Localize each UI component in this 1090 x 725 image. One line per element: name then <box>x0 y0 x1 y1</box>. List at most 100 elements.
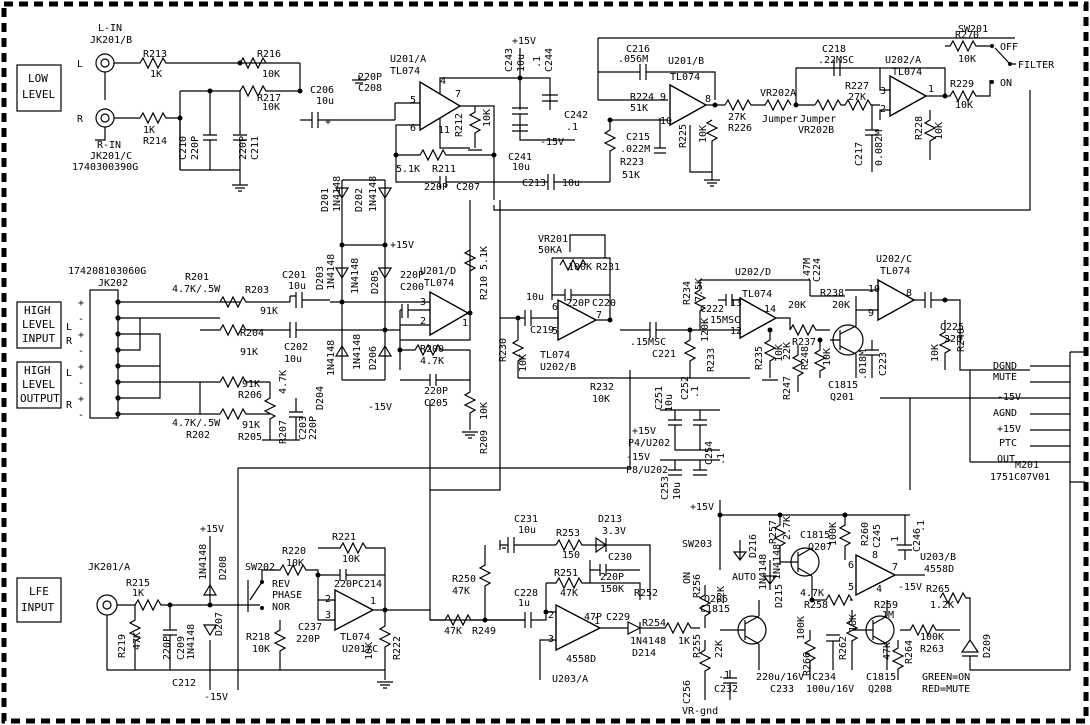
high-level-output-box <box>16 361 62 409</box>
component-label: 150K <box>600 584 624 595</box>
component-label: 1 <box>594 616 600 627</box>
component-label: C256 <box>682 680 693 704</box>
component-label: 4 <box>876 584 882 595</box>
component-label: 6 <box>552 302 558 313</box>
component-label: 1 <box>928 84 934 95</box>
lfe-input-line2: INPUT <box>21 601 54 614</box>
component-label: 51K <box>630 103 648 114</box>
component-label: AUTO <box>732 572 756 583</box>
component-label: R220 <box>282 546 306 557</box>
component-label: C228 <box>514 588 538 599</box>
component-label: 47K <box>452 586 470 597</box>
component-label: TL074 <box>424 278 454 289</box>
component-label: -15V <box>204 692 228 703</box>
opamp-u202d <box>739 296 778 340</box>
component-label: U201/B <box>668 56 704 67</box>
component-label: R263 <box>920 644 944 655</box>
component-label: 220u/16V <box>756 672 804 683</box>
component-label: 100K <box>828 522 839 546</box>
component-label: C245 <box>872 524 883 548</box>
component-label: Jumper <box>800 114 836 125</box>
jk201c-label: JK201/C <box>90 151 132 162</box>
component-label: R221 <box>332 532 356 543</box>
component-label: R228 <box>914 116 925 140</box>
high-level-output-line2: LEVEL <box>22 378 55 391</box>
component-label: 10K <box>822 348 833 366</box>
component-label: 4 <box>440 76 446 87</box>
component-label: OUT <box>997 454 1015 465</box>
component-label: C253 <box>660 476 671 500</box>
low-level-line2: LEVEL <box>22 88 55 101</box>
component-label: VR202B <box>798 125 834 136</box>
high-level-input-box <box>16 301 62 349</box>
component-label: 220P <box>358 72 382 83</box>
component-label: R205 <box>238 432 262 443</box>
component-label: TL074 <box>670 72 700 83</box>
component-label: 5.1K <box>479 246 490 270</box>
component-label: 1 <box>462 318 468 329</box>
component-label: GREEN=ON <box>922 672 970 683</box>
component-label: U201/D <box>420 266 456 277</box>
component-label: R201 <box>185 272 209 283</box>
component-label: 1N4148 <box>350 258 361 294</box>
component-label: .1 <box>690 386 701 398</box>
component-label: Q208 <box>868 684 892 695</box>
component-label: C1815 <box>866 672 896 683</box>
component-label: 4558D <box>566 654 596 665</box>
component-label: C212 <box>172 678 196 689</box>
component-label: 3 <box>325 610 331 621</box>
component-label: M201 <box>1015 460 1039 471</box>
component-label: R235 <box>754 346 765 370</box>
component-label: R248 <box>800 346 811 370</box>
component-label: 1u <box>518 598 530 609</box>
component-label: U203/B <box>920 552 956 563</box>
component-label: - <box>78 410 84 421</box>
component-label: .1 <box>532 56 543 68</box>
pn-1740: 1740300390G <box>72 162 138 173</box>
component-label: C1815 <box>700 604 730 615</box>
component-label: 100K <box>568 262 592 273</box>
component-label: R210 <box>479 276 490 300</box>
component-label: 10K <box>342 554 360 565</box>
opamp-u201d <box>429 290 470 337</box>
component-label: R224 <box>630 92 654 103</box>
component-label: MUTE <box>993 372 1017 383</box>
component-label: 20K <box>832 300 850 311</box>
component-label: 4558D <box>924 564 954 575</box>
component-label: L <box>66 368 72 379</box>
component-label: SW201 <box>958 24 988 35</box>
component-label: +15V <box>200 524 224 535</box>
component-label: 27K <box>848 92 866 103</box>
opamp-u201c <box>334 588 375 632</box>
component-label: 7 <box>455 89 461 100</box>
component-label: -15V <box>898 582 922 593</box>
component-label: C221 <box>652 349 676 360</box>
component-label: +15V <box>690 502 714 513</box>
component-label: TL074 <box>390 66 420 77</box>
component-label: R206 <box>238 390 262 401</box>
component-label: C241 <box>508 152 532 163</box>
component-label: C252 <box>680 376 691 400</box>
component-label: D201 <box>320 188 331 212</box>
component-label: C211 <box>250 136 261 160</box>
component-label: D215 <box>774 584 785 608</box>
component-label: C243 <box>504 48 515 72</box>
component-label: ON <box>682 572 693 584</box>
component-label: R262 <box>838 636 849 660</box>
component-label: R229 <box>950 79 974 90</box>
jk201b-label: JK201/B <box>90 35 132 46</box>
component-label: REV <box>272 579 290 590</box>
component-label: R204 <box>240 328 264 339</box>
component-label: - <box>78 346 84 357</box>
component-label: 10u <box>664 394 675 412</box>
component-label: R230 <box>498 338 509 362</box>
component-label: C210 <box>178 136 189 160</box>
component-label: 47K <box>444 626 462 637</box>
component-label: R264 <box>904 640 915 664</box>
component-label: C251 <box>654 386 665 410</box>
component-label: R234 <box>682 281 693 305</box>
component-label: Q207 <box>808 542 832 553</box>
component-label: .1 <box>566 122 578 133</box>
component-label: 220P <box>566 298 590 309</box>
component-label: 10K <box>262 69 280 80</box>
